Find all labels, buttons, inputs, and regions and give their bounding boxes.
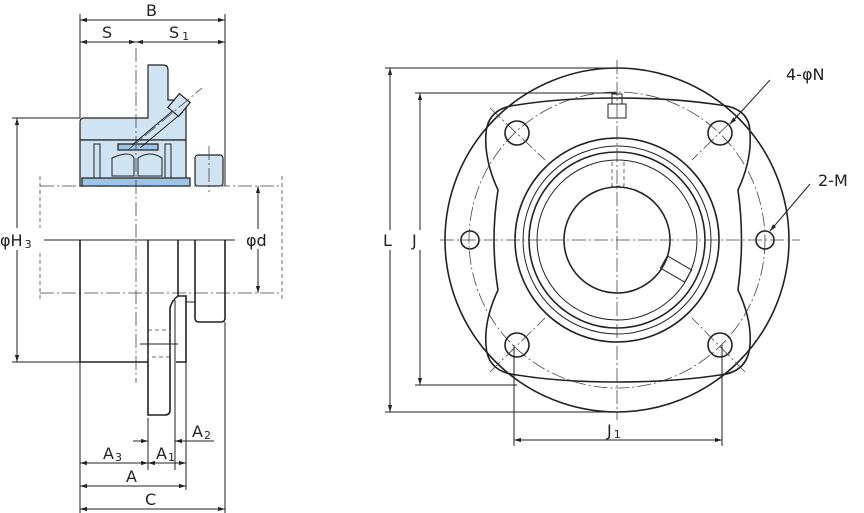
dim-A2: A2 (192, 422, 211, 442)
label-2-M: 2-M (818, 171, 848, 190)
dim-L: L (383, 231, 392, 250)
dim-A: A (126, 467, 137, 486)
label-4-N: 4-φN (786, 65, 824, 84)
dim-A3: A3 (103, 444, 122, 464)
dim-C: C (145, 490, 156, 509)
dim-B: B (146, 1, 157, 20)
dim-A1: A1 (156, 444, 175, 464)
dim-J: J (411, 231, 417, 250)
dim-S: S (102, 23, 112, 42)
dim-d: φd (246, 231, 267, 250)
bolt-holes (460, 120, 775, 358)
